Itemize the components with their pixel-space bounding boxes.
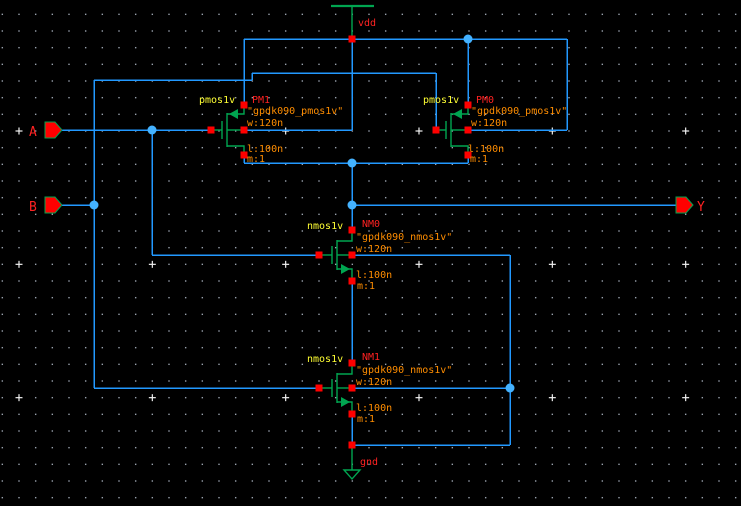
solder-dot — [505, 383, 515, 393]
pin-terminal[interactable] — [464, 151, 472, 159]
label-PM1-cell[interactable]: pmos1v — [199, 95, 235, 106]
gnd-triangle-icon — [342, 469, 362, 481]
pin-terminal[interactable] — [240, 126, 248, 134]
label-NM0-name[interactable]: NM0 — [362, 219, 380, 230]
pin-terminal[interactable] — [348, 226, 356, 234]
solder-dot — [347, 200, 357, 210]
label-NM0-w[interactable]: w:120n — [356, 244, 392, 255]
label-NM1-cell[interactable]: nmos1v — [307, 354, 343, 365]
pin-terminal[interactable] — [348, 384, 356, 392]
pin-terminal[interactable] — [348, 441, 356, 449]
nmos-arrow-icon — [341, 264, 350, 274]
label-port-B[interactable]: B — [29, 200, 37, 215]
label-NM0-model[interactable]: "gpdk090_nmos1v" — [356, 232, 452, 243]
label-PM0-m[interactable]: m:1 — [470, 154, 488, 165]
label-PM0-name[interactable]: PM0 — [476, 95, 494, 106]
label-PM0-w[interactable]: w:120n — [471, 118, 507, 129]
label-gnd[interactable]: gnd — [360, 457, 378, 468]
pin-terminal[interactable] — [240, 151, 248, 159]
solder-dot — [347, 158, 357, 168]
vdd-symbol[interactable] — [331, 4, 374, 39]
label-NM1-name[interactable]: NM1 — [362, 352, 380, 363]
pin-terminal[interactable] — [464, 101, 472, 109]
pmos-arrow-icon — [453, 109, 462, 119]
label-NM1-m[interactable]: m:1 — [357, 414, 375, 425]
label-NM0-cell[interactable]: nmos1v — [307, 221, 343, 232]
pin-terminal[interactable] — [348, 35, 356, 43]
label-NM0-m[interactable]: m:1 — [357, 281, 375, 292]
label-port-Y[interactable]: Y — [697, 200, 705, 215]
transistor-NM0[interactable] — [322, 230, 353, 281]
solder-dots — [89, 34, 515, 393]
top-terminal-path — [337, 230, 353, 242]
pin-terminal[interactable] — [432, 126, 440, 134]
label-port-A[interactable]: A — [29, 125, 37, 140]
label-PM1-model[interactable]: "gpdk090_pmos1v" — [247, 106, 343, 117]
pin-terminal[interactable] — [464, 126, 472, 134]
solder-dot — [147, 125, 157, 135]
transistor-NM1[interactable] — [322, 363, 353, 414]
pin-terminal[interactable] — [348, 410, 356, 418]
label-PM1-name[interactable]: PM1 — [252, 95, 270, 106]
label-PM1-l[interactable]: l:100n — [247, 144, 283, 155]
pin-terminals — [207, 35, 472, 449]
port-Y-output-pin[interactable] — [675, 196, 694, 214]
pin-terminal[interactable] — [207, 126, 215, 134]
top-terminal-path — [337, 363, 353, 375]
pin-terminal[interactable] — [348, 277, 356, 285]
label-PM0-cell[interactable]: pmos1v — [423, 95, 459, 106]
gnd-symbol[interactable] — [342, 445, 362, 481]
port-A-input-pin[interactable] — [44, 121, 63, 139]
wires — [62, 38, 676, 446]
label-PM0-model[interactable]: "gpdk090_pmos1v" — [471, 106, 567, 117]
label-vdd[interactable]: vdd — [358, 18, 376, 29]
label-NM1-l[interactable]: l:100n — [356, 403, 392, 414]
label-PM1-m[interactable]: m:1 — [247, 154, 265, 165]
label-NM1-w[interactable]: w:120n — [356, 377, 392, 388]
pin-terminal[interactable] — [240, 101, 248, 109]
pin-terminal[interactable] — [348, 359, 356, 367]
label-PM1-w[interactable]: w:120n — [247, 118, 283, 129]
nmos-arrow-icon — [341, 397, 350, 407]
solder-dot — [463, 34, 473, 44]
label-NM1-model[interactable]: "gpdk090_nmos1v" — [356, 365, 452, 376]
label-PM0-l[interactable]: l:100n — [468, 144, 504, 155]
pmos-arrow-icon — [229, 109, 238, 119]
solder-dot — [89, 200, 99, 210]
pin-terminal[interactable] — [315, 251, 323, 259]
port-B-input-pin[interactable] — [44, 196, 63, 214]
pin-terminal[interactable] — [348, 251, 356, 259]
label-NM0-l[interactable]: l:100n — [356, 270, 392, 281]
pin-terminal[interactable] — [315, 384, 323, 392]
